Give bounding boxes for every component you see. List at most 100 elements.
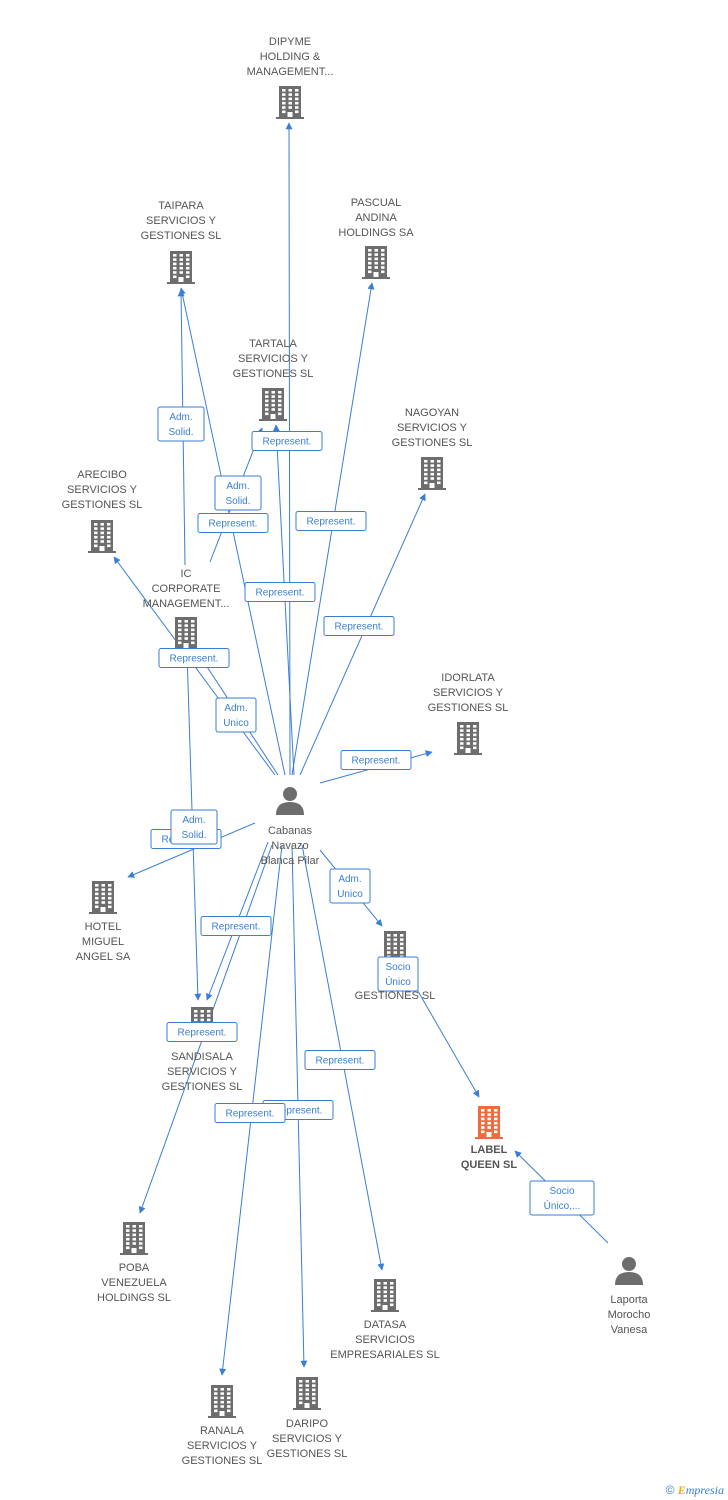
edge-label-text: Adm. [224, 703, 247, 714]
edge-label[interactable]: Represent. [304, 1050, 376, 1070]
node-label-line: ANDINA [355, 212, 397, 224]
node-label-line: GESTIONES SL [62, 499, 143, 511]
building-icon [89, 881, 117, 914]
building-icon [120, 1222, 148, 1255]
building-icon [362, 246, 390, 279]
node-label-line: SERVICIOS Y [146, 215, 217, 227]
edge-label[interactable]: SocioÚnico,... [529, 1180, 595, 1216]
edge-label-box [251, 431, 323, 451]
edge-label-text: Único [385, 975, 411, 988]
building-icon [371, 1279, 399, 1312]
brand-logo: Empresia [677, 1483, 724, 1497]
node-tartala[interactable]: TARTALA SERVICIOS Y GESTIONES SL [233, 338, 314, 421]
edge-label[interactable]: Represent. [295, 511, 367, 531]
building-icon [208, 1385, 236, 1418]
edge-label-box [197, 513, 269, 533]
edge-label[interactable]: Adm.Solid. [157, 406, 205, 442]
node-label-line: HOLDINGS SL [97, 1292, 171, 1304]
edge-label-box [529, 1180, 595, 1216]
node-label-line: PASCUAL [351, 197, 402, 209]
edge-label-box [295, 511, 367, 531]
edge-label-box [340, 750, 412, 770]
node-label-line: TARTALA [249, 338, 297, 350]
node-label-line: DARIPO [286, 1418, 329, 1430]
edge-label[interactable]: Adm. Unico [215, 697, 257, 733]
edge-label-text: Único,... [544, 1199, 581, 1212]
edge-label-text: Represent. [170, 654, 219, 665]
edge-label-box [329, 868, 371, 904]
edge-label-text: Represent. [209, 519, 258, 530]
node-label-line: GESTIONES SL [267, 1448, 348, 1460]
node-pascual[interactable]: PASCUAL ANDINA HOLDINGS SA [338, 197, 414, 279]
edge-label-box [244, 582, 316, 602]
node-label-line: Vanesa [611, 1324, 648, 1336]
edge-label[interactable]: Represent. [244, 582, 316, 602]
node-label-line: ANGEL SA [76, 951, 131, 963]
node-label-line: GESTIONES SL [233, 368, 314, 380]
node-label-line: SERVICIOS Y [238, 353, 309, 365]
node-ic[interactable]: ICCORPORATEMANAGEMENT... [143, 568, 230, 650]
edge-label-text: Represent. [226, 1109, 275, 1120]
footer-brand[interactable]: © Empresia [666, 1483, 724, 1498]
edge-label[interactable]: Represent. [251, 431, 323, 451]
node-label-line: IC [181, 568, 192, 580]
edge-cabanas-to-hotel [127, 822, 256, 878]
node-label-line: SANDISALA [171, 1051, 233, 1063]
edge-label-text: Solid. [181, 830, 206, 841]
building-icon [88, 520, 116, 553]
edge-label[interactable]: Adm.Solid. [214, 475, 262, 511]
node-label-line: MIGUEL [82, 936, 124, 948]
node-label-line: SERVICIOS [355, 1334, 415, 1346]
edge-label-text: Unico [223, 718, 249, 729]
edge-label[interactable]: Represent. [200, 916, 272, 936]
edge-label-box [157, 406, 205, 442]
edge-label[interactable]: Adm.Unico [329, 868, 371, 904]
node-label-line: NAGOYAN [405, 407, 459, 419]
building-icon [418, 457, 446, 490]
node-label-line: GESTIONES SL [182, 1455, 263, 1467]
edge-label[interactable]: Adm.Solid. [170, 809, 218, 845]
edge-label-box [215, 697, 257, 733]
edge-label[interactable]: Represent. [158, 648, 230, 668]
edge-label-text: Socio [385, 962, 410, 973]
edge-label-box [304, 1050, 376, 1070]
copyright-symbol: © [665, 1483, 675, 1497]
building-icon [454, 722, 482, 755]
building-icon [475, 1106, 503, 1139]
node-label-line: EMPRESARIALES SL [330, 1349, 439, 1361]
edge-label[interactable]: Represent. [166, 1022, 238, 1042]
edge-label-text: Represent. [274, 1106, 323, 1117]
node-label-line: HOLDINGS SA [338, 227, 414, 239]
edge-label[interactable]: Represent. [340, 750, 412, 770]
edge-labels-layer: Adm.Solid.Represent.Adm.Solid.Represent.… [150, 406, 595, 1216]
node-label-line: SERVICIOS Y [433, 687, 504, 699]
edge-label-text: Solid. [225, 496, 250, 507]
edge-label-box [200, 916, 272, 936]
edge-label[interactable]: Represent. [197, 513, 269, 533]
node-label-line: ARECIBO [77, 469, 127, 481]
building-icon [172, 617, 200, 650]
edge-label[interactable]: Represent. [214, 1103, 286, 1123]
edge-label-text: Represent. [352, 756, 401, 767]
edge-label[interactable]: Represent. [323, 616, 395, 636]
edge-label-box [214, 1103, 286, 1123]
edge-label-text: Adm. [169, 412, 192, 423]
node-label-line: MANAGEMENT... [143, 598, 230, 610]
node-label-line: VENEZUELA [101, 1277, 167, 1289]
